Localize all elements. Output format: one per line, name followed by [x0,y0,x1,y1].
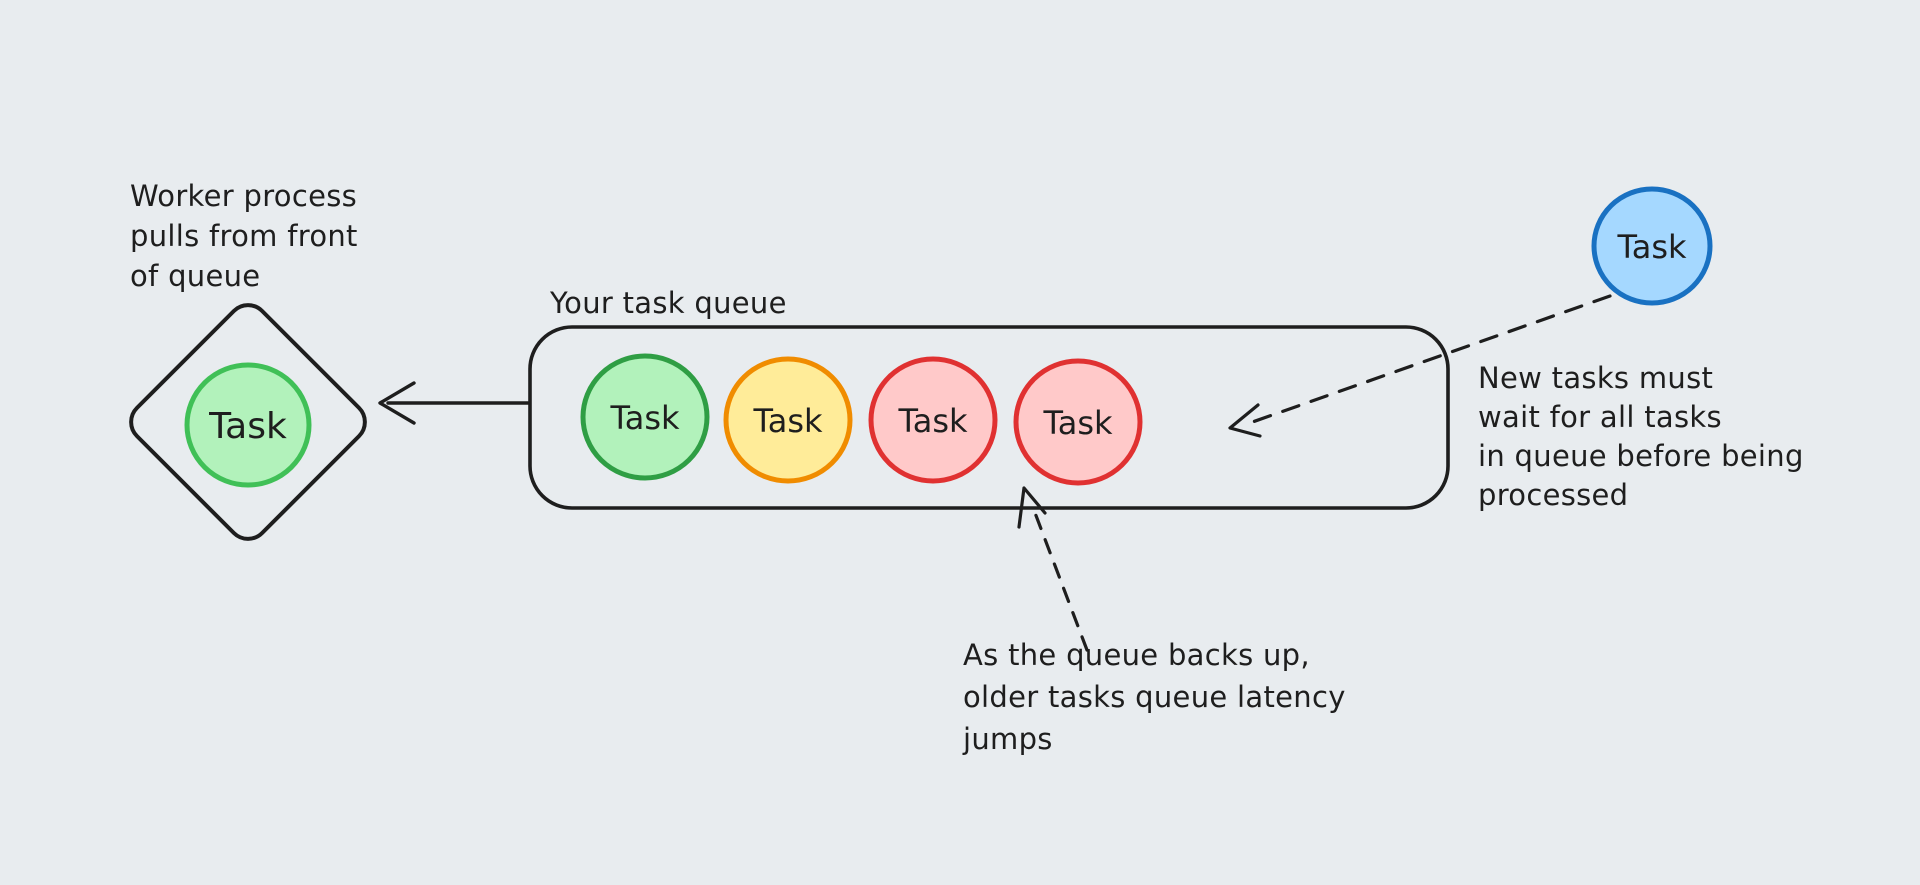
queue-task-3-circle [1013,358,1143,486]
latency-note: As the queue backs up, older tasks queue… [963,638,1346,756]
pull-arrow-head-icon [378,381,416,425]
incoming-arrow-head-icon [1228,403,1262,438]
latency-arrow-shaft [1030,503,1089,652]
queue-title: Your task queue [550,286,787,320]
queue-task-1-label: Task [752,402,823,440]
queue-task-1-circle [723,356,853,484]
latency-arrow-head-icon [1017,486,1047,529]
queue-task-3-label: Task [1042,404,1113,442]
queue-task-0-label: Task [609,399,680,437]
queue-task-0-circle [580,353,710,481]
queue-task-2-label: Task [897,402,968,440]
incoming-note: New tasks must wait for all tasks in que… [1478,361,1804,512]
queue-box [528,325,1450,510]
incoming-arrow-shaft [1242,294,1612,427]
worker-diamond [129,303,367,541]
worker-note: Worker process pulls from front of queue [130,179,358,293]
worker-task-label: Task [208,406,287,447]
incoming-task-circle [1591,186,1713,306]
incoming-task-label: Task [1616,228,1687,266]
queue-task-1: Task [723,356,853,484]
queue-task-2-circle [868,356,998,484]
queue-task-0: Task [580,353,710,481]
queue-task-2: Task [868,356,998,484]
worker-task-circle [184,362,312,488]
queue-task-3: Task [1013,358,1143,486]
